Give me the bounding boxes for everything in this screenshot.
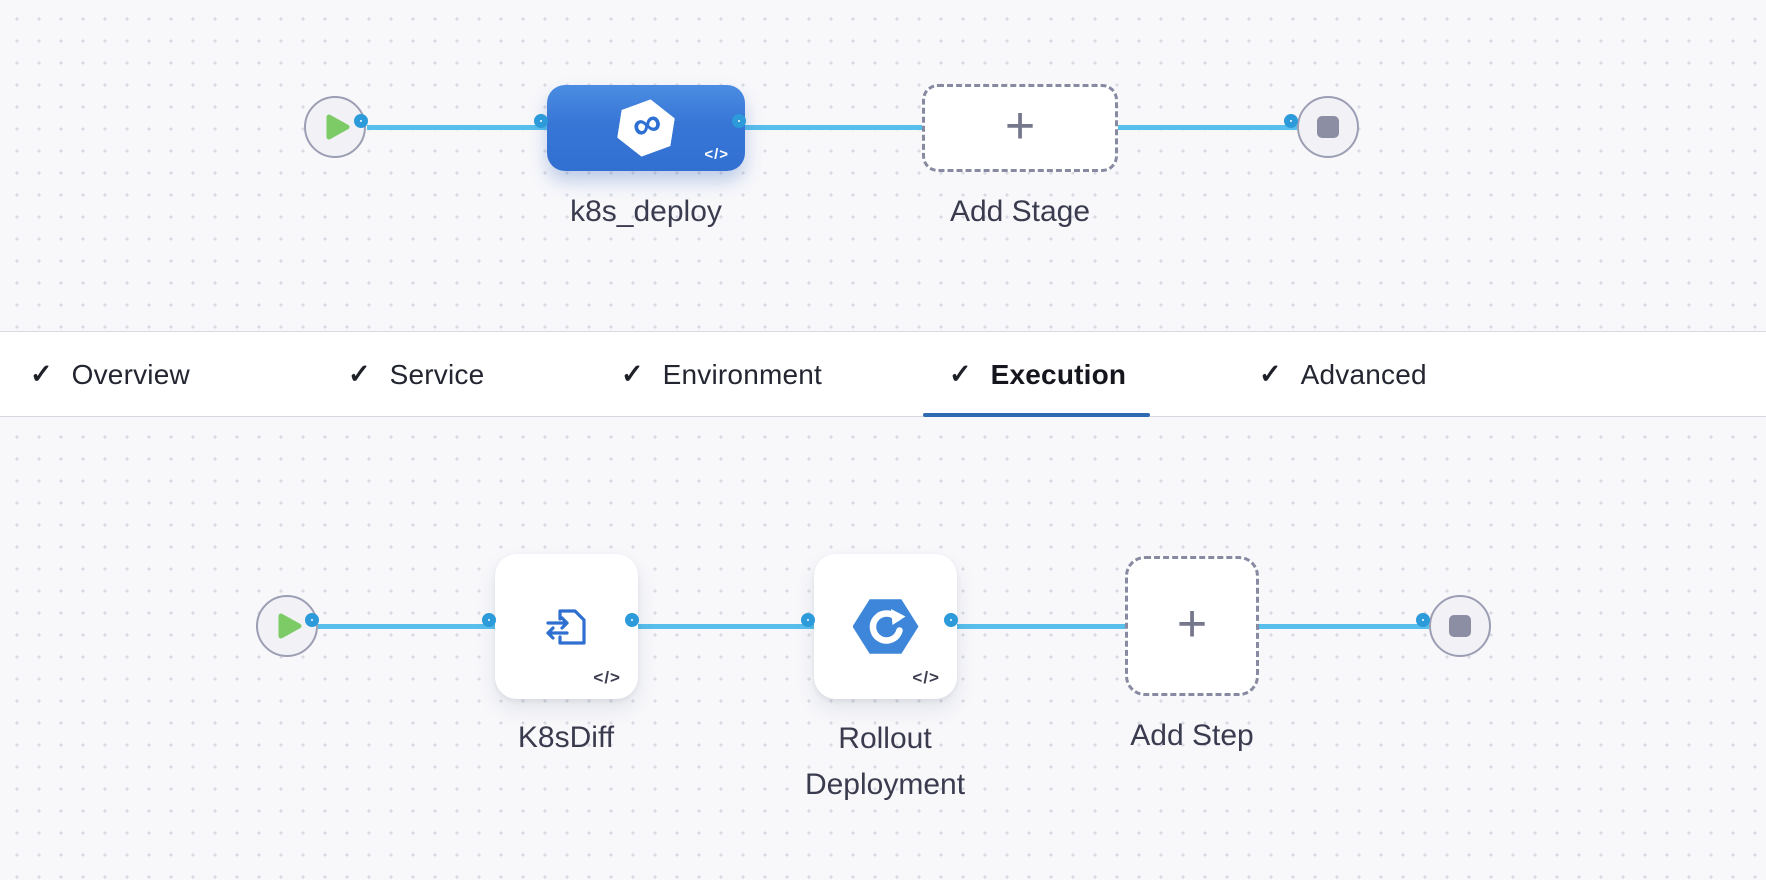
pipeline-start-node (304, 96, 366, 158)
connector-dot[interactable] (1284, 114, 1298, 128)
connector-dot[interactable] (305, 613, 319, 627)
rollout-deployment-icon (852, 599, 919, 654)
connector-dot[interactable] (1416, 613, 1430, 627)
stop-icon (1449, 615, 1471, 637)
active-tab-underline (923, 413, 1150, 417)
connector-dot[interactable] (354, 114, 368, 128)
connector-dot[interactable] (801, 613, 815, 627)
code-icon: </> (593, 668, 621, 687)
play-icon (278, 613, 301, 639)
connector-dot[interactable] (944, 613, 958, 627)
add-stage-button[interactable]: + (922, 84, 1118, 172)
stage-flow-line (367, 125, 1297, 130)
plus-icon: + (1004, 97, 1036, 155)
code-icon: </> (912, 668, 940, 687)
check-icon: ✓ (1259, 359, 1282, 389)
tab-overview[interactable]: ✓ Overview (30, 332, 190, 417)
step-label-rollout-deployment: Rollout Deployment (685, 716, 1085, 808)
tab-label: Service (389, 358, 485, 390)
tab-label: Execution (990, 358, 1127, 390)
check-icon: ✓ (30, 359, 53, 389)
connector-dot[interactable] (732, 114, 746, 128)
connector-dot[interactable] (534, 114, 548, 128)
tab-label: Overview (71, 358, 190, 390)
tab-label: Advanced (1300, 358, 1427, 390)
add-step-label: Add Step (1130, 719, 1254, 752)
check-icon: ✓ (348, 359, 371, 389)
execution-start-node (256, 595, 318, 657)
add-stage-label: Add Stage (949, 195, 1091, 228)
step-label-line2: Deployment (804, 768, 966, 801)
stage-detail-tabbar: ✓ Overview ✓ Service ✓ Environment ✓ Exe… (0, 332, 1766, 417)
step-node-rollout-deployment[interactable]: </> (814, 554, 957, 699)
k8s-diff-icon (545, 608, 586, 645)
infinity-glyph: ∞ (626, 98, 667, 150)
code-icon: </> (704, 146, 729, 163)
tab-execution[interactable]: ✓ Execution (949, 332, 1126, 417)
connector-dot[interactable] (482, 613, 496, 627)
execution-end-node (1429, 595, 1491, 657)
connector-dot[interactable] (625, 613, 639, 627)
step-label-line1: Rollout (838, 722, 932, 755)
stage-node-k8s-deploy[interactable]: ∞ </> (547, 85, 745, 171)
harness-stage-icon: ∞ (615, 95, 677, 161)
stage-label: k8s_deploy (570, 195, 722, 228)
stage-canvas[interactable] (0, 0, 1766, 332)
step-label-k8sdiff: K8sDiff (517, 721, 615, 754)
check-icon: ✓ (949, 359, 972, 389)
tab-service[interactable]: ✓ Service (348, 332, 484, 417)
add-step-button[interactable]: + (1125, 556, 1259, 696)
plus-icon: + (1176, 595, 1208, 653)
tab-label: Environment (662, 358, 823, 390)
rotate-arrow-icon (869, 608, 905, 644)
tab-advanced[interactable]: ✓ Advanced (1259, 332, 1427, 417)
play-icon (326, 114, 349, 140)
stop-icon (1317, 116, 1339, 138)
step-node-k8sdiff[interactable]: </> (495, 554, 638, 699)
check-icon: ✓ (621, 359, 644, 389)
tab-environment[interactable]: ✓ Environment (621, 332, 822, 417)
pipeline-end-node (1297, 96, 1359, 158)
